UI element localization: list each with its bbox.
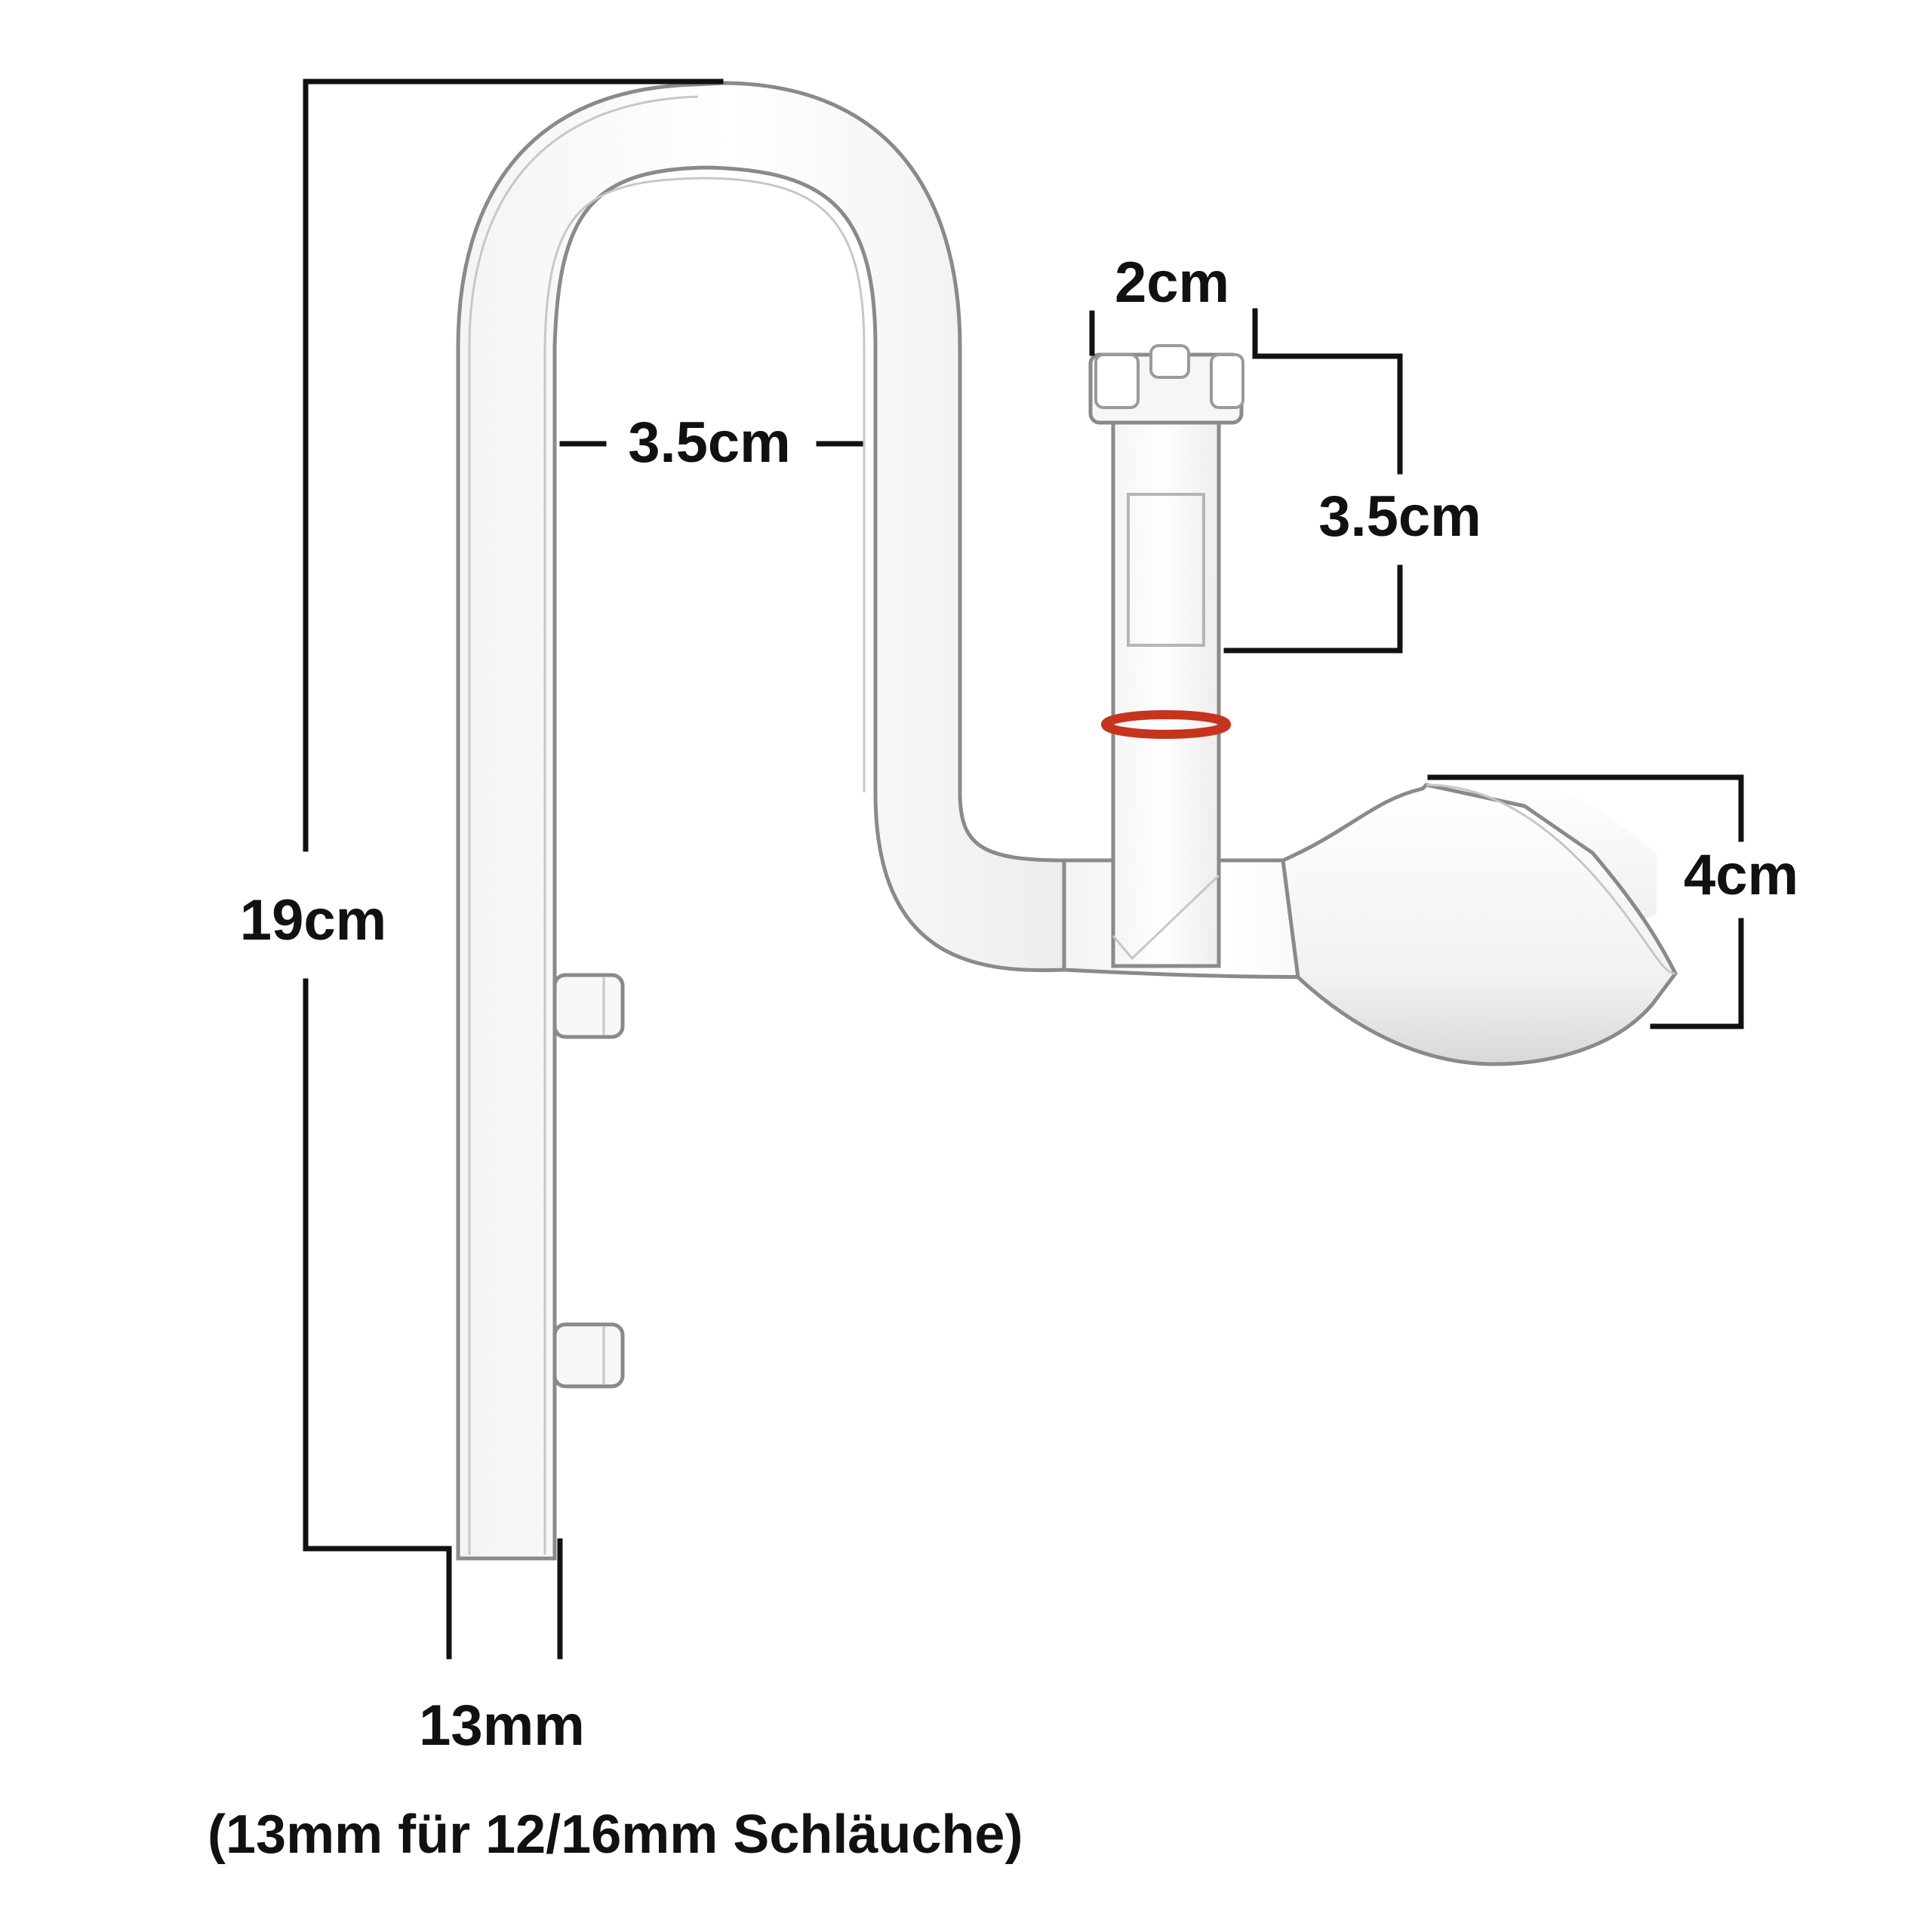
top-height-bracket-lower	[1223, 565, 1403, 654]
glass-outflow-pipe	[456, 81, 1678, 1561]
riser-tube	[1111, 420, 1221, 968]
hose-compatibility-note: (13mm für 12/16mm Schläuche)	[208, 1804, 1023, 1865]
outlet-height-label: 4cm	[1684, 843, 1798, 907]
dimension-lines	[303, 78, 1744, 1660]
top-diameter-label: 2cm	[1115, 251, 1229, 315]
side-nozzle-upper	[552, 973, 625, 1039]
top-cap-tab-right	[1210, 353, 1244, 409]
outlet-bracket-lower	[1650, 918, 1744, 1029]
tube-body	[456, 81, 1066, 1561]
top-height-bracket-upper	[1252, 308, 1403, 475]
outlet-rim	[1426, 783, 1676, 975]
top-cap-tab-center	[1149, 344, 1190, 379]
dimension-labels: 19cm 3.5cm 2cm 3.5cm 4cm 13mm (13mm für …	[208, 251, 1798, 1865]
side-nozzle-lower	[552, 1322, 625, 1389]
inner-width-label: 3.5cm	[628, 411, 791, 475]
height-bracket-bottom	[303, 978, 452, 1660]
top-height-label: 3.5cm	[1318, 485, 1481, 549]
height-bracket-top	[303, 78, 724, 852]
overall-height-label: 19cm	[240, 888, 386, 952]
outlet-bracket-upper	[1427, 774, 1744, 842]
top-cap-tab-left	[1094, 353, 1140, 409]
tube-outer-highlight	[468, 95, 699, 1555]
outlet-bowl-shape	[1281, 783, 1678, 1066]
tube-diameter-label: 13mm	[419, 1694, 585, 1758]
tube-inner-edge	[543, 177, 866, 1555]
o-ring	[1101, 710, 1231, 739]
riser-inner-sleeve	[1127, 493, 1205, 647]
riser-angled-end	[1112, 874, 1220, 961]
